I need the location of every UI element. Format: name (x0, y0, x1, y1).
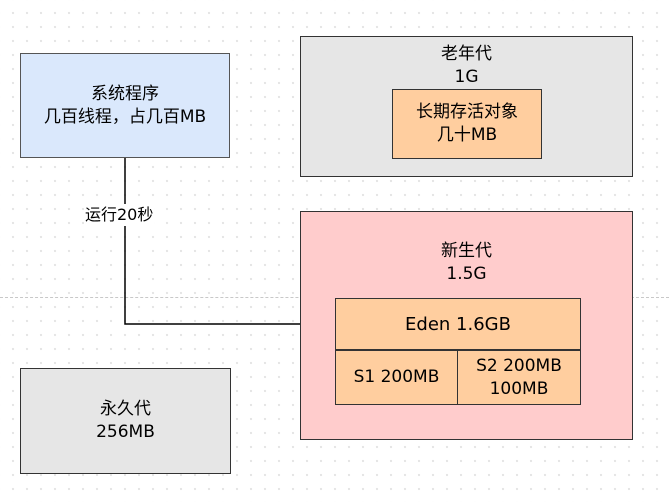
s2-used: 100MB (489, 378, 549, 399)
permanent-generation-size: 256MB (96, 422, 155, 442)
edge-label-run-20s: 运行20秒 (84, 204, 155, 226)
system-program-node[interactable]: 系统程序 几百线程，占几百MB (20, 53, 230, 158)
old-generation-title: 老年代 (441, 44, 492, 64)
eden-node[interactable]: Eden 1.6GB (335, 298, 581, 350)
s2-title: S2 200MB (476, 355, 562, 376)
long-lived-objects-title: 长期存活对象 (416, 102, 518, 122)
permanent-generation-node[interactable]: 永久代 256MB (20, 368, 231, 474)
s2-node[interactable]: S2 200MB 100MB (457, 350, 581, 405)
eden-label: Eden 1.6GB (405, 313, 511, 335)
long-lived-objects-size: 几十MB (436, 125, 498, 145)
s1-label: S1 200MB (353, 367, 440, 387)
system-program-title: 系统程序 (91, 83, 159, 104)
young-generation-title: 新生代 (441, 241, 492, 261)
young-generation-size: 1.5G (446, 264, 487, 284)
s1-node[interactable]: S1 200MB (335, 350, 458, 405)
permanent-generation-title: 永久代 (100, 399, 151, 419)
long-lived-objects-node[interactable]: 长期存活对象 几十MB (392, 89, 542, 159)
old-generation-size: 1G (454, 67, 479, 87)
system-program-detail: 几百线程，占几百MB (43, 106, 207, 127)
